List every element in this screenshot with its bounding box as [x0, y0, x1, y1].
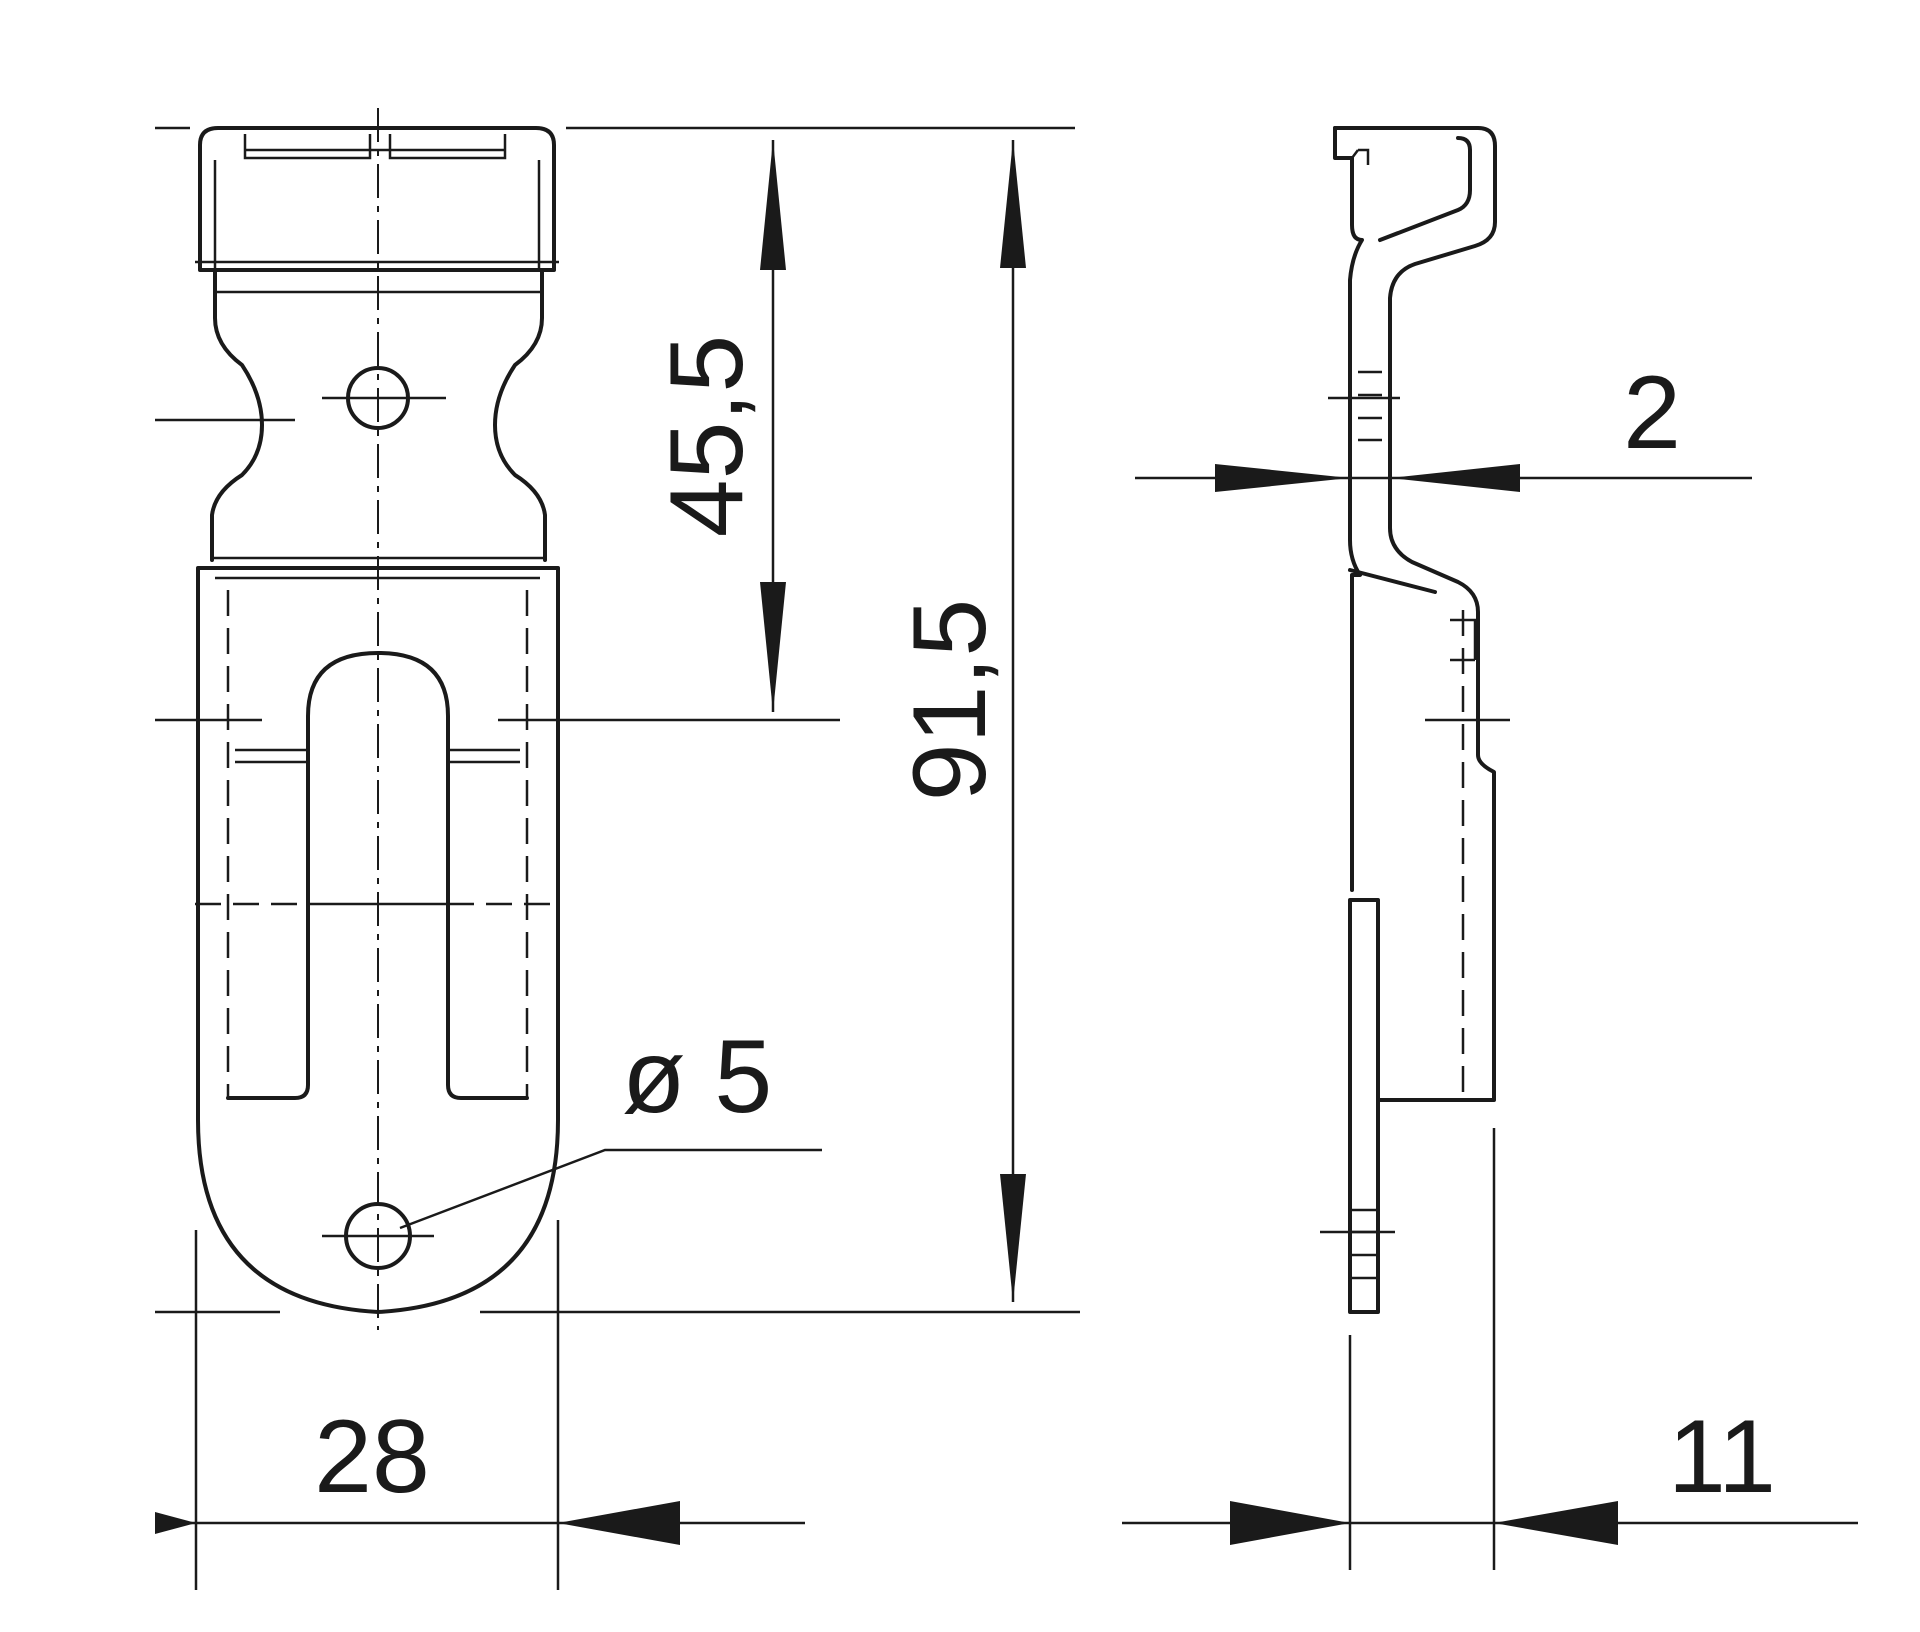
- dim-hole-diameter-label: ø 5: [622, 1019, 772, 1135]
- front-tongue-slot: [226, 651, 529, 1100]
- dim-width-label: 28: [314, 1399, 430, 1515]
- dim-hole-to-slot: 45,5: [649, 140, 786, 712]
- dim-total-height-label: 91,5: [892, 599, 1008, 801]
- dim-thickness-label: 2: [1623, 355, 1681, 471]
- side-profile: [1333, 126, 1497, 1102]
- side-lower-tab: [1348, 898, 1380, 1314]
- dim-hole-diameter: ø 5: [399, 1019, 822, 1230]
- dim-depth-label: 11: [1668, 1399, 1776, 1515]
- front-extension-lines: [155, 126, 1080, 1590]
- dim-thickness: 2: [1135, 355, 1752, 492]
- dim-total-height: 91,5: [892, 140, 1026, 1302]
- front-view: [195, 108, 560, 1330]
- side-view: [1320, 126, 1510, 1314]
- dim-depth: 11: [1122, 1128, 1858, 1570]
- front-top-cap: [198, 126, 556, 272]
- front-neck: [210, 268, 547, 562]
- dim-width: 28: [155, 1399, 805, 1545]
- dim-hole-to-slot-label: 45,5: [649, 335, 765, 537]
